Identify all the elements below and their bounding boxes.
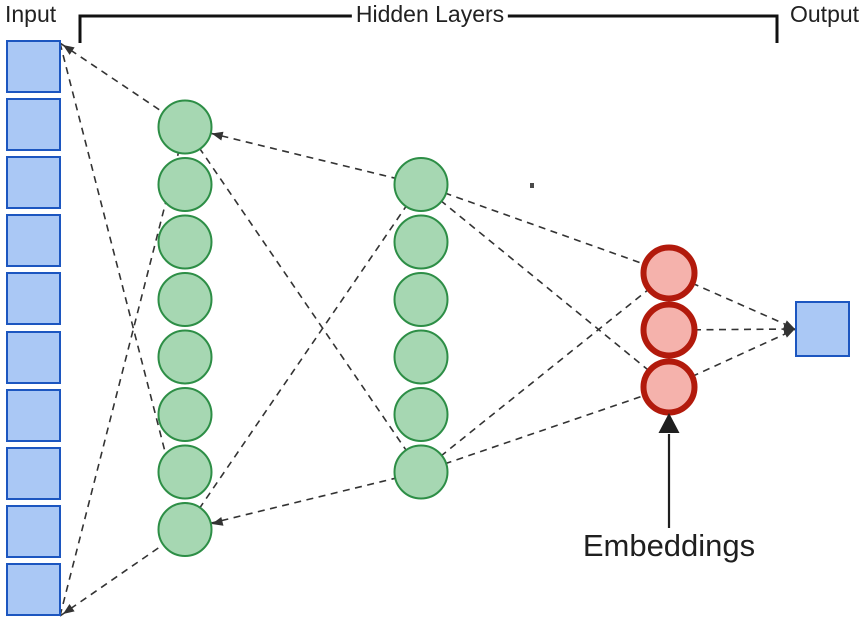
output-label: Output — [790, 1, 860, 27]
input-label: Input — [5, 1, 57, 27]
hidden2-node — [393, 329, 449, 385]
input-node — [6, 272, 61, 325]
input-node — [6, 40, 61, 93]
connection-line — [184, 184, 422, 530]
connection-line — [184, 471, 422, 531]
hidden2-node — [393, 157, 449, 212]
connection-line — [184, 126, 422, 473]
connection-line — [420, 183, 670, 388]
hidden1-node — [157, 272, 213, 327]
input-node — [6, 447, 61, 500]
connection-line — [59, 42, 186, 530]
input-node — [6, 389, 61, 442]
hidden2-node — [393, 387, 449, 442]
input-node — [6, 98, 61, 151]
arrowhead-icon — [63, 45, 75, 55]
connection-line — [668, 328, 797, 331]
connection-line — [420, 272, 670, 473]
connection-line — [668, 272, 797, 330]
connection-line — [420, 183, 670, 274]
output-node — [795, 301, 850, 357]
embeddings-arrowhead-icon — [658, 413, 680, 433]
connection-line — [668, 328, 797, 388]
hidden2-node — [393, 214, 449, 270]
connection-line — [184, 126, 422, 186]
hidden2-node — [393, 444, 449, 500]
hidden1-node — [157, 329, 213, 385]
input-node — [6, 156, 61, 209]
hidden1-node — [157, 387, 213, 442]
arrowhead-icon — [211, 516, 224, 526]
arrowhead-icon — [63, 604, 75, 614]
stray-mark — [530, 183, 534, 188]
input-node — [6, 214, 61, 267]
embedding-node — [640, 358, 698, 416]
hidden1-node — [157, 502, 213, 557]
embeddings-label: Embeddings — [582, 528, 756, 563]
input-node — [6, 563, 61, 616]
hidden1-node — [157, 157, 213, 212]
connection-line — [59, 126, 186, 617]
embedding-node — [640, 244, 698, 302]
hidden-layers-label: Hidden Layers — [351, 1, 509, 27]
arrowhead-icon — [783, 329, 795, 338]
hidden1-node — [157, 99, 213, 155]
hidden1-node — [157, 214, 213, 270]
input-node — [6, 505, 61, 558]
input-node — [6, 331, 61, 384]
connection-line — [420, 386, 670, 473]
hidden2-node — [393, 272, 449, 327]
embedding-node — [640, 301, 698, 359]
hidden1-node — [157, 444, 213, 500]
arrowhead-icon — [211, 131, 224, 141]
